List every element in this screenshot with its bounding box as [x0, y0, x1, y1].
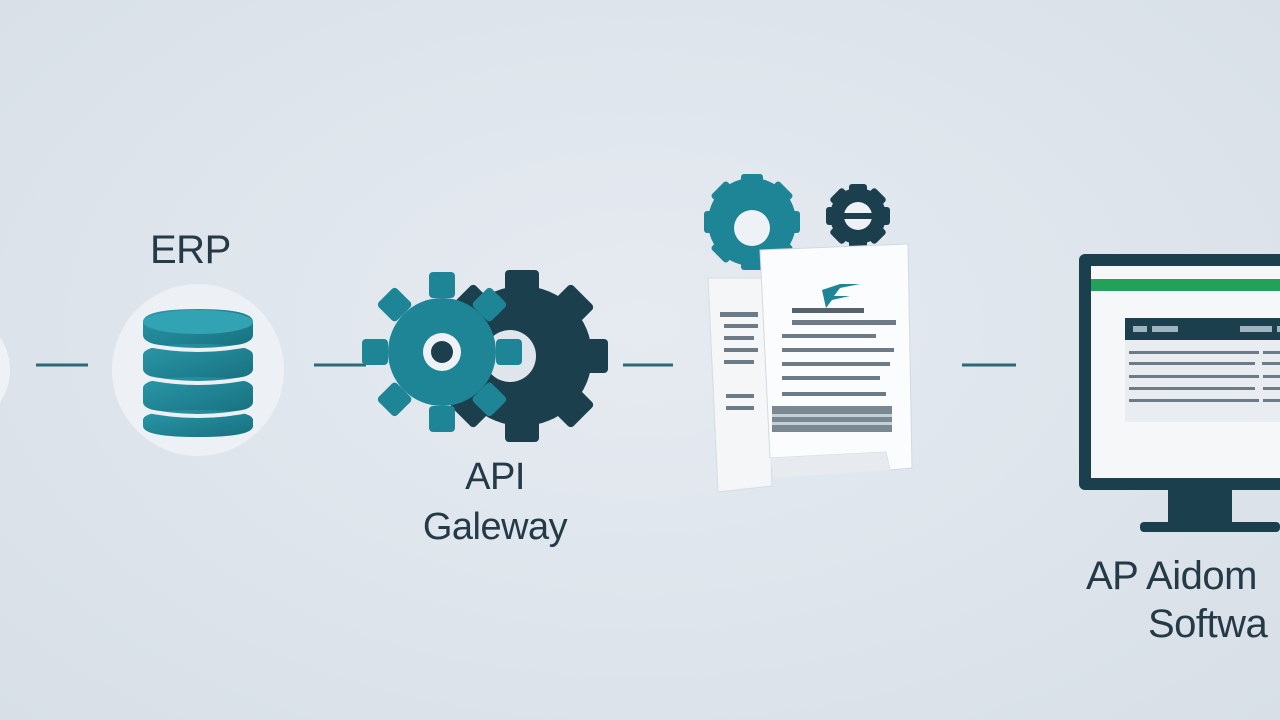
- teal-gear: [362, 272, 522, 432]
- monitor-base: [1140, 522, 1280, 532]
- doc-dark-gear: [826, 184, 890, 248]
- erp-label: ERP: [150, 228, 231, 272]
- gears-icon: [362, 270, 608, 442]
- database-icon: [142, 309, 254, 437]
- screen-header-bar: [1125, 318, 1280, 340]
- screen-green-bar: [1091, 279, 1280, 291]
- ap-software-label-line2: Softwa: [1148, 602, 1268, 646]
- monitor-icon: [1079, 254, 1280, 532]
- api-gateway-label-line1: API: [465, 456, 525, 498]
- monitor-neck: [1168, 490, 1232, 526]
- documents-with-gears-icon: [704, 174, 913, 493]
- api-gateway-label: API Galeway: [400, 452, 590, 552]
- ap-software-label: AP Aidom Softwa: [1086, 552, 1268, 648]
- ap-software-label-line1: AP Aidom: [1086, 554, 1257, 598]
- erp-node: [112, 284, 284, 456]
- api-gateway-label-line2: Galeway: [422, 506, 568, 548]
- partial-node-left: [0, 337, 10, 403]
- back-paper: [707, 277, 773, 493]
- front-paper: [759, 243, 913, 478]
